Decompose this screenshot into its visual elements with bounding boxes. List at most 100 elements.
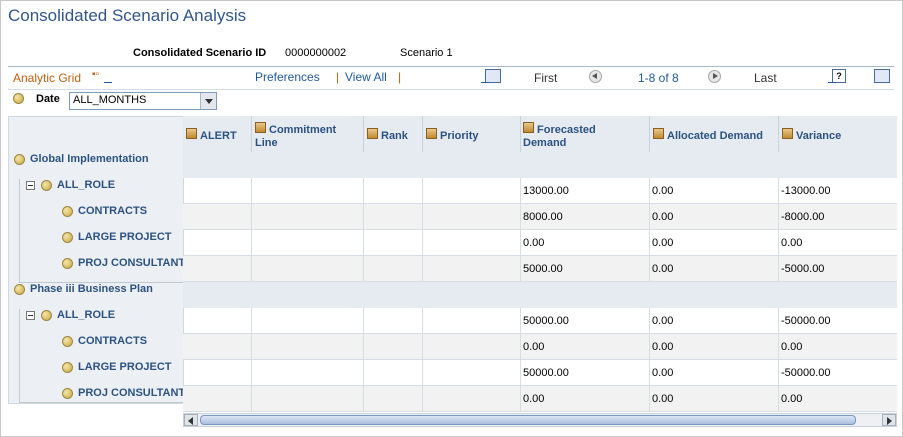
previous-icon[interactable] <box>589 70 602 83</box>
forecast-cell: 8000.00 <box>521 204 650 229</box>
tree-node-large-project[interactable]: LARGE PROJECT <box>62 354 172 380</box>
scroll-left-icon[interactable] <box>184 414 198 426</box>
table-row: 8000.00 0.00 -8000.00 <box>183 204 897 230</box>
variance-cell: -13000.00 <box>781 185 831 197</box>
column-header-allocated-demand[interactable]: Allocated Demand <box>650 116 779 152</box>
variance-cell: -50000.00 <box>781 315 831 327</box>
tree-node-label: Global Implementation <box>30 153 149 165</box>
toolbar-separator: | <box>336 70 340 84</box>
tree-node-contracts[interactable]: CONTRACTS <box>62 328 147 354</box>
row-range: 1-8 of 8 <box>638 71 679 85</box>
tree-node-all-role[interactable]: ALL_ROLE <box>26 172 115 198</box>
tree-node-label: Phase iii Business Plan <box>30 283 153 295</box>
tree-node-phase-iii-business-plan[interactable]: Phase iii Business Plan <box>14 276 153 302</box>
allocated-cell: 0.00 <box>650 334 779 359</box>
column-header-priority[interactable]: Priority <box>423 116 521 152</box>
next-icon[interactable] <box>708 70 721 83</box>
date-filter: Date ALL_MONTHS <box>13 92 217 110</box>
table-row: 0.00 0.00 0.00 <box>183 334 897 360</box>
tree-node-proj-consultant[interactable]: PROJ CONSULTANT <box>62 380 185 406</box>
table-row: 50000.00 0.00 -50000.00 <box>183 308 897 334</box>
variance-cell: -50000.00 <box>781 367 831 379</box>
cube-icon <box>426 128 437 139</box>
help-icon[interactable]: ? <box>832 69 846 83</box>
cube-icon <box>367 128 378 139</box>
grid-view-icon[interactable] <box>874 69 890 83</box>
tree-node-label: LARGE PROJECT <box>78 231 172 243</box>
tree-line <box>19 402 183 403</box>
column-header-variance[interactable]: Variance <box>779 116 897 152</box>
node-icon <box>14 283 25 295</box>
cube-icon <box>186 128 197 139</box>
tree-node-all-role[interactable]: ALL_ROLE <box>26 302 115 328</box>
tree-node-proj-consultant[interactable]: PROJ CONSULTANT <box>62 250 185 276</box>
forecast-cell: 0.00 <box>521 230 650 255</box>
tree-node-large-project[interactable]: LARGE PROJECT <box>62 224 172 250</box>
table-row: 0.00 0.00 0.00 <box>183 230 897 256</box>
node-icon <box>62 257 73 269</box>
allocated-cell: 0.00 <box>650 386 779 411</box>
download-underline <box>481 82 489 83</box>
collapse-icon[interactable] <box>26 180 35 190</box>
scrollbar-thumb[interactable] <box>200 415 856 425</box>
cube-icon <box>782 128 793 139</box>
node-icon <box>41 179 52 191</box>
scenario-id-value: 0000000002 <box>285 47 347 59</box>
chevron-down-icon[interactable] <box>200 93 216 109</box>
column-header-rank[interactable]: Rank <box>364 116 423 152</box>
scenario-description: Scenario 1 <box>400 47 453 59</box>
last-label[interactable]: Last <box>754 71 777 85</box>
forecast-cell: 0.00 <box>521 334 650 359</box>
table-row: 13000.00 0.00 -13000.00 <box>183 178 897 204</box>
scroll-right-icon[interactable] <box>882 414 896 426</box>
date-select-value: ALL_MONTHS <box>73 94 147 106</box>
variance-cell: -5000.00 <box>781 263 825 275</box>
tree-node-label: PROJ CONSULTANT <box>78 387 186 399</box>
forecast-cell: 5000.00 <box>521 256 650 281</box>
allocated-cell: 0.00 <box>650 308 779 333</box>
allocated-cell: 0.00 <box>650 178 779 203</box>
forecast-cell: 13000.00 <box>521 178 650 203</box>
tree-panel: Global Implementation ALL_ROLE CONTRACTS… <box>8 116 185 406</box>
preferences-link[interactable]: Preferences <box>255 70 320 84</box>
cube-icon <box>255 122 266 133</box>
view-all-link[interactable]: View All <box>345 70 387 84</box>
group-row <box>183 282 897 308</box>
node-icon <box>62 335 73 347</box>
tree-node-contracts[interactable]: CONTRACTS <box>62 198 147 224</box>
collapse-icon[interactable] <box>26 310 35 320</box>
tree-node-global-implementation[interactable]: Global Implementation <box>14 146 149 172</box>
tree-line <box>19 282 183 283</box>
allocated-cell: 0.00 <box>650 360 779 385</box>
table-row: 0.00 0.00 0.00 <box>183 386 897 412</box>
variance-cell: 0.00 <box>781 341 803 353</box>
allocated-cell: 0.00 <box>650 204 779 229</box>
forecast-cell: 50000.00 <box>521 360 650 385</box>
tree-node-label: ALL_ROLE <box>57 179 116 191</box>
column-header-alert[interactable]: ALERT <box>183 116 252 152</box>
table-row: 5000.00 0.00 -5000.00 <box>183 256 897 282</box>
node-icon <box>41 309 52 321</box>
tree-line <box>19 309 20 403</box>
page-title: Consolidated Scenario Analysis <box>8 6 247 25</box>
first-label[interactable]: First <box>534 71 558 85</box>
scenario-id-label: Consolidated Scenario ID <box>133 47 267 59</box>
toolbar-separator: | <box>398 70 402 84</box>
table-row: 50000.00 0.00 -50000.00 <box>183 360 897 386</box>
allocated-cell: 0.00 <box>650 230 779 255</box>
date-node-icon <box>13 92 24 104</box>
cube-icon <box>653 128 664 139</box>
tree-node-label: CONTRACTS <box>78 205 148 217</box>
personalize-icon[interactable]: ▪▫ <box>92 69 100 80</box>
download-icon[interactable] <box>485 69 501 83</box>
date-select[interactable]: ALL_MONTHS <box>69 92 217 110</box>
forecast-cell: 50000.00 <box>521 308 650 333</box>
allocated-cell: 0.00 <box>650 256 779 281</box>
horizontal-scrollbar[interactable] <box>183 413 897 427</box>
date-label: Date <box>36 93 60 105</box>
tree-node-label: PROJ CONSULTANT <box>78 257 186 269</box>
